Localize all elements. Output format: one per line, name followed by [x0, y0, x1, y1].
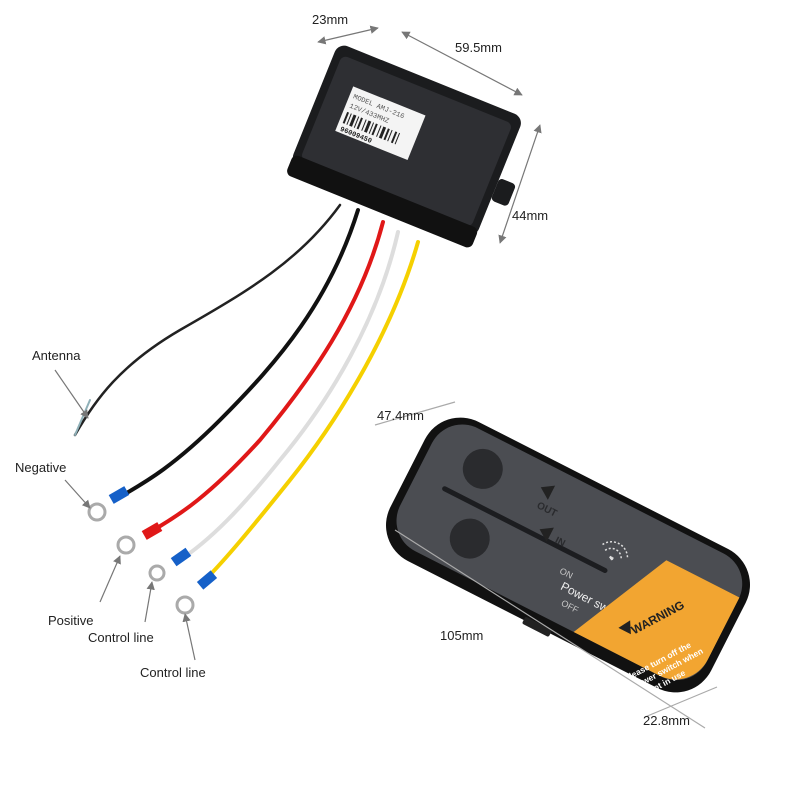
antenna-wire	[73, 203, 342, 437]
barcode	[342, 111, 401, 145]
out-arrow-icon	[540, 485, 556, 500]
blue-terminal-negative	[108, 486, 130, 504]
remote-width-label: 47.4mm	[377, 408, 424, 423]
power-switch[interactable]	[522, 616, 552, 637]
in-label: IN	[553, 535, 567, 549]
receiver-depth-label: 23mm	[312, 12, 349, 27]
remote-control: OUT IN ON Power switch OFF WARNING Pleas…	[386, 417, 750, 695]
ring-terminal	[148, 564, 166, 582]
receiver-length-label: 59.5mm	[455, 40, 502, 55]
antenna-label: Antenna	[32, 348, 81, 363]
white-wire	[178, 230, 400, 562]
black-wire	[116, 208, 360, 500]
control-line-label-2: Control line	[140, 665, 206, 680]
wireless-signal-icon	[602, 541, 629, 561]
ring-terminal	[116, 535, 136, 555]
wires	[73, 203, 420, 582]
ring-terminal	[87, 502, 107, 522]
control-line-label-1: Control line	[88, 630, 154, 645]
remote-length-label: 105mm	[440, 628, 484, 643]
in-arrow-icon	[539, 527, 554, 542]
receiver-box: MODEL AMJ-216 12V/433MHZ 96009450	[287, 45, 521, 248]
red-terminal	[141, 522, 163, 540]
in-button[interactable]	[443, 512, 497, 566]
dimension-lines	[54, 25, 718, 729]
ring-terminal	[175, 595, 195, 615]
receiver-height-label: 44mm	[512, 208, 549, 223]
positive-label: Positive	[48, 613, 94, 628]
red-wire	[148, 220, 385, 534]
blue-terminal-control-2	[196, 570, 218, 590]
warning-triangle-icon	[618, 620, 631, 635]
remote-depth-label: 22.8mm	[643, 713, 690, 728]
terminals	[87, 486, 218, 615]
out-button[interactable]	[456, 442, 510, 496]
blue-terminal-control-1	[170, 547, 192, 567]
negative-label: Negative	[15, 460, 67, 475]
yellow-wire	[203, 240, 420, 582]
warning-label	[573, 560, 740, 680]
